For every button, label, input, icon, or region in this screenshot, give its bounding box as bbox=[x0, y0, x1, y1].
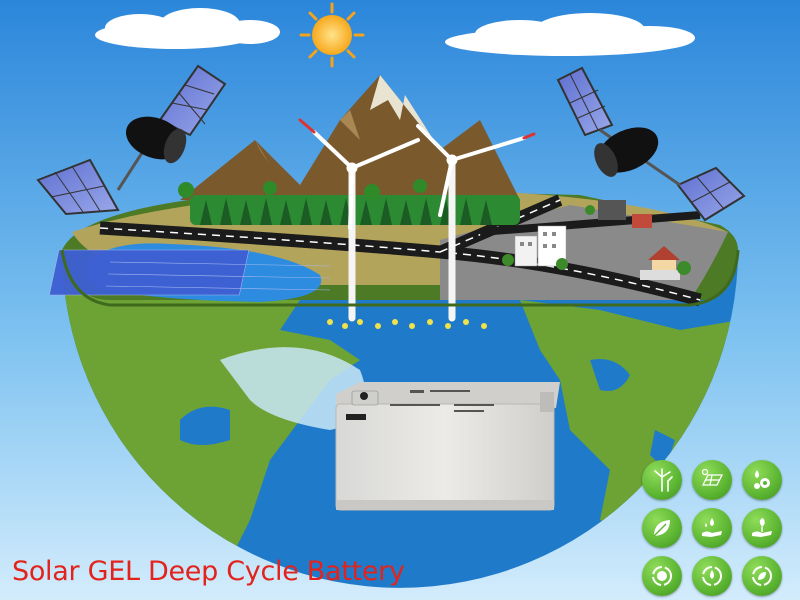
satellite-left bbox=[36, 64, 227, 216]
cloud-left bbox=[95, 8, 280, 49]
recycle-drop-icon bbox=[692, 556, 732, 596]
wind-turbine-icon bbox=[642, 460, 682, 500]
product-caption: Solar GEL Deep Cycle Battery bbox=[12, 556, 405, 587]
solar-farm bbox=[48, 243, 331, 302]
hand-drops-icon bbox=[692, 508, 732, 548]
cloud-right bbox=[445, 13, 695, 56]
mountains bbox=[180, 75, 520, 200]
recycle-leaf-icon bbox=[742, 556, 782, 596]
leaf-icon bbox=[642, 508, 682, 548]
solar-panel-icon bbox=[692, 460, 732, 500]
city-buildings bbox=[502, 200, 691, 280]
water-gear-icon bbox=[742, 460, 782, 500]
recycle-earth-icon bbox=[642, 556, 682, 596]
wind-turbine-left bbox=[298, 118, 420, 322]
lake-light bbox=[220, 347, 366, 430]
wind-turbine-right bbox=[416, 124, 536, 322]
flowers bbox=[327, 319, 487, 329]
satellite-right bbox=[556, 66, 746, 222]
sun-icon bbox=[299, 2, 365, 68]
gel-battery-image bbox=[335, 382, 560, 511]
eco-icon-grid bbox=[640, 460, 790, 600]
hand-sprout-icon bbox=[742, 508, 782, 548]
